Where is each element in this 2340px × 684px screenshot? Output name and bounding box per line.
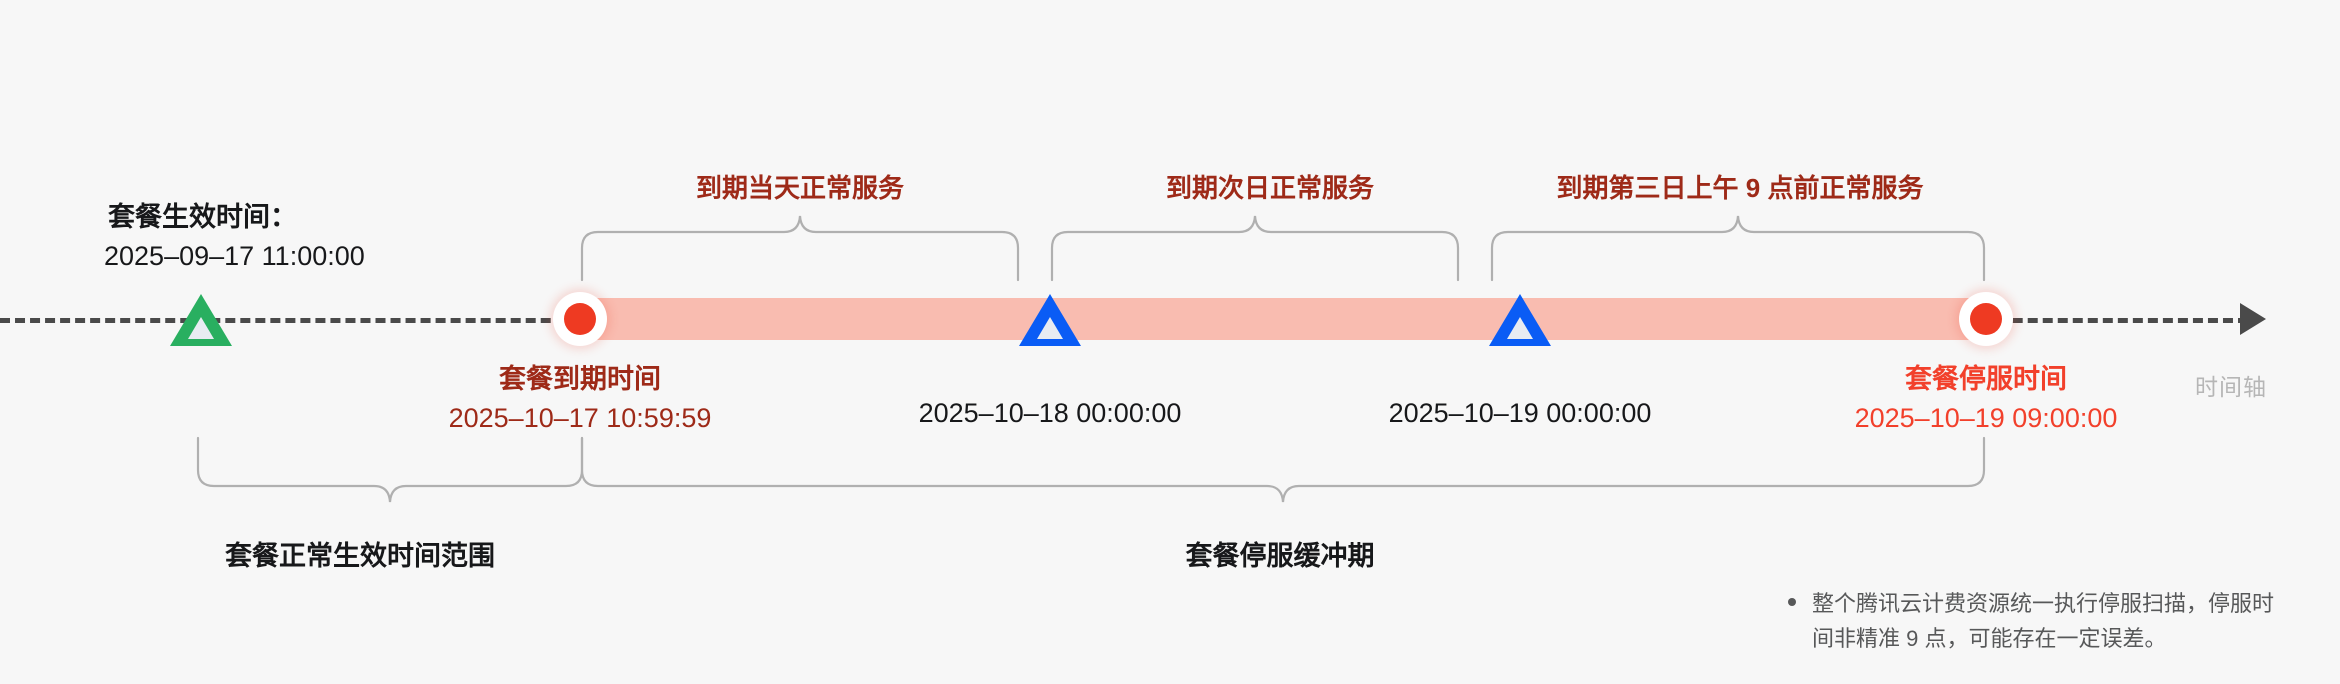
brace-label-buffer-period: 套餐停服缓冲期 (1185, 541, 1375, 571)
effective-time-value: 2025–09–17 11:00:00 (104, 241, 365, 272)
blue-triangle-inner-icon-day3 (1507, 317, 1533, 339)
expire-time-value: 2025–10–17 10:59:59 (448, 403, 712, 434)
stop-time-label: 套餐停服时间 2025–10–19 09:00:00 (1846, 360, 2126, 438)
brace-segment-day1 (580, 215, 1020, 282)
timeline-axis-caption: 时间轴 (2195, 374, 2267, 400)
buffer-period-band (580, 298, 1986, 340)
expire-time-title: 套餐到期时间 (499, 364, 661, 394)
effective-time-label: 套餐生效时间： 2025–09–17 11:00:00 (104, 198, 365, 276)
footnote: 整个腾讯云计费资源统一执行停服扫描，停服时间非精准 9 点，可能存在一定误差。 (1788, 586, 2282, 656)
red-dot-marker-expire (553, 292, 607, 346)
stop-time-title: 套餐停服时间 (1905, 364, 2067, 394)
segment-label-day3: 到期第三日上午 9 点前正常服务 (1556, 173, 1924, 203)
brace-normal-effective-range (196, 436, 584, 503)
blue-triangle-inner-icon-day2 (1037, 317, 1063, 339)
effective-time-title: 套餐生效时间： (108, 202, 297, 232)
segment-label-day2: 到期次日正常服务 (1165, 173, 1374, 203)
red-dot-marker-stop (1959, 292, 2013, 346)
timeline-arrow-icon (2240, 303, 2266, 335)
red-dot-core-icon-stop (1970, 303, 2002, 335)
brace-segment-day2 (1050, 215, 1460, 282)
brace-stop-buffer-period (580, 436, 1986, 503)
day3-time-value: 2025–10–19 00:00:00 (1388, 398, 1652, 428)
brace-segment-day3 (1490, 215, 1986, 282)
green-triangle-inner-icon (188, 317, 214, 339)
red-dot-core-icon (564, 303, 596, 335)
footnote-text: 整个腾讯云计费资源统一执行停服扫描，停服时间非精准 9 点，可能存在一定误差。 (1812, 591, 2275, 652)
brace-label-normal-range: 套餐正常生效时间范围 (225, 541, 495, 571)
segment-label-day1: 到期当天正常服务 (695, 173, 904, 203)
stop-time-value: 2025–10–19 09:00:00 (1854, 403, 2118, 434)
expire-time-label: 套餐到期时间 2025–10–17 10:59:59 (440, 360, 720, 438)
day2-time-value: 2025–10–18 00:00:00 (918, 398, 1182, 428)
bullet-icon (1788, 598, 1796, 606)
